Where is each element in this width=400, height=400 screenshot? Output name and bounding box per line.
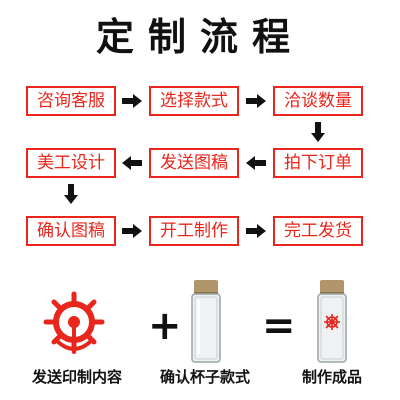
- plus-sign: +: [148, 303, 182, 349]
- label-confirm-cup-style: 确认杯子款式: [159, 368, 250, 386]
- step-consult-service: 咨询客服: [26, 86, 116, 116]
- glass-bottle-with-logo-icon: [312, 278, 352, 364]
- glass-bottle-icon: [186, 278, 226, 364]
- right-arrow-icon: [246, 224, 266, 238]
- step-start-production: 开工制作: [149, 216, 239, 246]
- right-arrow-icon: [122, 224, 142, 238]
- label-finished-product: 制作成品: [301, 368, 362, 386]
- down-arrow-icon: [64, 184, 78, 204]
- label-send-print-content: 发送印制内容: [31, 368, 122, 386]
- right-arrow-icon: [122, 94, 142, 108]
- down-arrow-icon: [311, 122, 325, 142]
- step-finish-ship: 完工发货: [273, 216, 363, 246]
- ship-wheel-anchor-icon: [38, 290, 110, 360]
- step-place-order: 拍下订单: [273, 148, 363, 178]
- left-arrow-icon: [246, 156, 266, 170]
- page-title: 定制流程: [95, 15, 304, 59]
- right-arrow-icon: [246, 94, 266, 108]
- step-designer-design: 美工设计: [26, 148, 116, 178]
- step-confirm-artwork: 确认图稿: [26, 216, 116, 246]
- step-choose-style: 选择款式: [149, 86, 239, 116]
- step-send-artwork: 发送图稿: [149, 148, 239, 178]
- equals-sign: =: [262, 303, 296, 349]
- left-arrow-icon: [122, 156, 142, 170]
- step-negotiate-quantity: 洽谈数量: [273, 86, 363, 116]
